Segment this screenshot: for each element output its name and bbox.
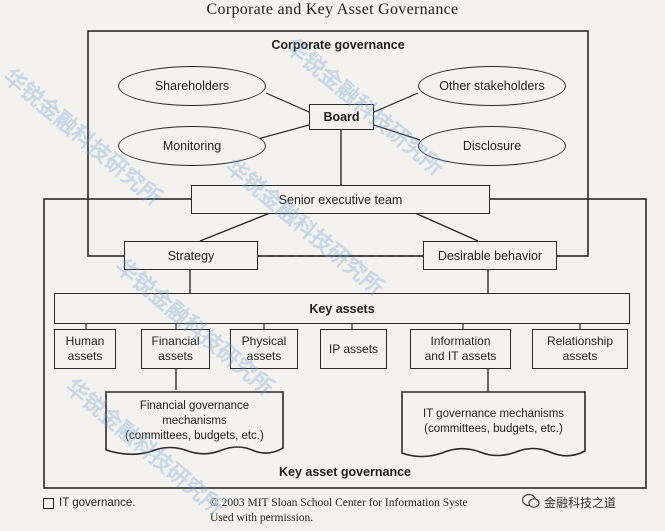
disclosure-label: Disclosure: [462, 139, 522, 153]
financial-assets-node: Financial assets: [141, 329, 210, 369]
desirable-behavior-node: Desirable behavior: [423, 241, 557, 270]
shareholders-label: Shareholders: [154, 79, 230, 93]
board-node: Board: [309, 104, 374, 130]
strategy-node: Strategy: [124, 241, 258, 270]
wechat-account-label: 金融科技之道: [544, 496, 617, 510]
it-mechanisms-scroll: [401, 391, 586, 458]
legend-label: IT governance.: [59, 497, 136, 509]
key-assets-label: Key assets: [309, 301, 375, 316]
financial-mechanisms-label: Financial governance mechanisms (committ…: [125, 400, 264, 442]
key-asset-governance-label: Key asset governance: [278, 465, 411, 479]
monitoring-label: Monitoring: [162, 139, 222, 153]
relationship-assets-node: Relationship assets: [532, 329, 628, 369]
physical-assets-node: Physical assets: [230, 329, 298, 369]
human-assets-label: Human assets: [65, 334, 105, 363]
desirable-behavior-label: Desirable behavior: [437, 248, 543, 263]
information-it-assets-node: Information and IT assets: [410, 329, 511, 369]
it-mechanisms-label: IT governance mechanisms (committees, bu…: [422, 408, 565, 435]
financial-assets-label: Financial assets: [151, 334, 200, 363]
wechat-icon: [521, 493, 540, 509]
physical-assets-label: Physical assets: [241, 334, 287, 363]
ip-assets-node: IP assets: [320, 329, 387, 369]
relationship-assets-label: Relationship assets: [546, 334, 614, 363]
key-assets-bar: Key assets: [54, 293, 630, 324]
senior-executive-team-node: Senior executive team: [191, 185, 490, 214]
disclosure-node: Disclosure: [418, 126, 566, 166]
other-stakeholders-node: Other stakeholders: [418, 66, 566, 106]
legend-swatch: [43, 498, 54, 509]
senior-executive-team-label: Senior executive team: [278, 192, 403, 207]
copyright-line-1: © 2003 MIT Sloan School Center for Infor…: [210, 497, 468, 509]
other-stakeholders-label: Other stakeholders: [439, 79, 545, 93]
diagram-title: Corporate and Key Asset Governance: [206, 1, 459, 18]
human-assets-node: Human assets: [54, 329, 116, 369]
board-label: Board: [323, 110, 360, 124]
shareholders-node: Shareholders: [118, 66, 266, 106]
ip-assets-label: IP assets: [328, 341, 379, 356]
strategy-label: Strategy: [167, 248, 215, 263]
information-it-assets-label: Information and IT assets: [424, 334, 497, 363]
financial-mechanisms-scroll: [105, 391, 284, 456]
corporate-governance-label: Corporate governance: [271, 38, 405, 52]
monitoring-node: Monitoring: [118, 126, 266, 166]
copyright-line-2: Used with permission.: [210, 512, 314, 524]
